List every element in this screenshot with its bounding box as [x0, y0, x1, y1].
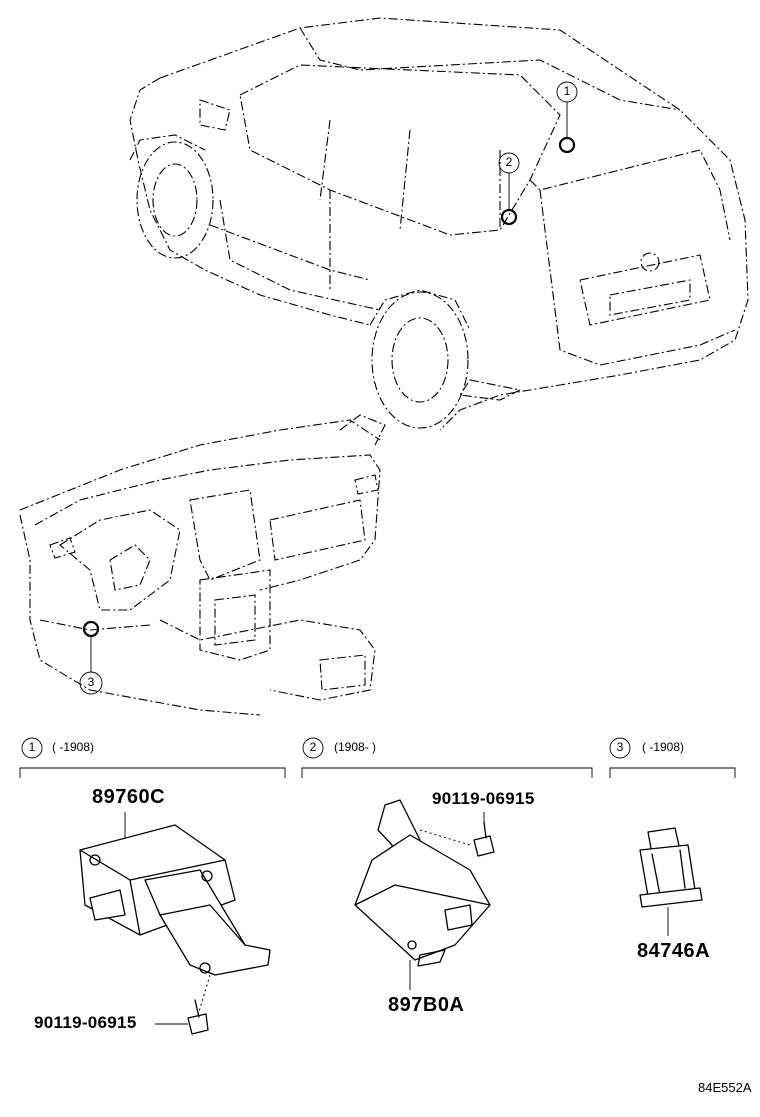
part-89760c-drawing: [79, 812, 271, 1035]
section-2-range: (1908- ): [334, 740, 377, 754]
dashboard-illustration: [19, 414, 386, 716]
part-number-bolt-left: 90119-06915: [34, 1013, 137, 1032]
callout-locators: [79, 81, 578, 695]
section-headers: [19, 737, 736, 778]
callout-1-location: [558, 136, 576, 154]
part-84746a-drawing: [639, 827, 703, 936]
section-1-badge: [21, 737, 43, 759]
figure-id: 84E552A: [698, 1080, 752, 1095]
callout-3-number: 3: [87, 675, 95, 689]
callout-2-number: 2: [505, 155, 513, 169]
section-1-range: ( -1908): [52, 740, 95, 754]
part-number-bolt-mid: 90119-06915: [432, 789, 535, 808]
section-1-bracket: [19, 767, 286, 778]
part-number-84746a: 84746A: [637, 940, 711, 962]
callout-2-location: [500, 208, 518, 226]
callout-3-badge: [79, 671, 103, 695]
section-3-badge: [609, 737, 631, 759]
section-3-bracket: [609, 767, 736, 778]
section-3-number: 3: [616, 740, 624, 754]
section-2-bracket: [301, 767, 593, 778]
part-number-897b0a: 897B0A: [388, 994, 465, 1016]
section-3-range: ( -1908): [642, 740, 685, 754]
part-number-89760c: 89760C: [92, 786, 166, 808]
section-2-badge: [302, 737, 324, 759]
callout-1-number: 1: [563, 84, 571, 98]
vehicle-illustration: [129, 17, 749, 431]
section-2-number: 2: [309, 740, 317, 754]
section-1-number: 1: [28, 740, 36, 754]
part-897b0a-drawing: [354, 799, 495, 990]
